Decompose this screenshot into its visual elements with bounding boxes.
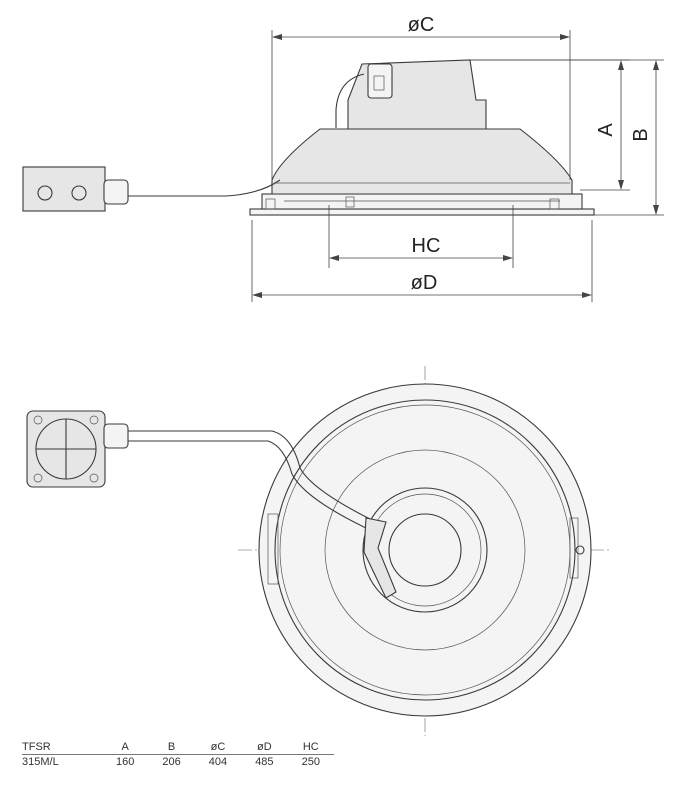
cable-gland-top: [103, 423, 129, 449]
middle-circle: [324, 449, 526, 651]
hub-circle: [388, 513, 462, 587]
dimension-b: B: [470, 59, 664, 216]
dimension-label-d: øD: [411, 272, 438, 294]
side-view: [22, 59, 595, 216]
table-cell: 404: [208, 756, 228, 768]
outer-plate-circle: [258, 383, 592, 717]
motor-circle: [362, 487, 488, 613]
table-header: B: [148, 740, 195, 755]
base-plate: [249, 208, 595, 216]
dimension-table: TFSR A B øC øD HC 315M/L 160 206 404 485…: [22, 740, 334, 769]
conical-housing: [271, 128, 573, 195]
table-cell: 485: [255, 756, 274, 768]
housing-circle: [274, 399, 576, 701]
table-cell: 160: [116, 756, 135, 768]
dimension-d: øD: [251, 220, 593, 302]
terminal-box: [367, 63, 393, 99]
table-cell: 206: [162, 756, 181, 768]
table-cell: 250: [301, 756, 320, 768]
dimension-label-hc: HC: [412, 235, 441, 257]
table-header-row: TFSR A B øC øD HC: [22, 740, 334, 755]
dimension-label-b: B: [630, 128, 652, 141]
table-cell: 315M/L: [22, 756, 59, 768]
table-header: HC: [287, 740, 334, 755]
cable-gland-side: [103, 179, 129, 205]
table-header: A: [102, 740, 149, 755]
table-header: øD: [241, 740, 288, 755]
junction-box-side: [22, 166, 106, 212]
table-header: TFSR: [22, 740, 102, 755]
dimension-c: øC: [271, 14, 571, 180]
dimension-label-a: A: [595, 123, 617, 137]
motor-terminal: [363, 517, 397, 599]
table-row: 315M/L 160 206 404 485 250: [22, 755, 334, 770]
mounting-ring: [261, 193, 583, 210]
dimension-hc: HC: [328, 205, 514, 268]
table-header: øC: [194, 740, 242, 755]
dimension-label-c: øC: [408, 14, 435, 36]
plan-view: [26, 366, 612, 736]
